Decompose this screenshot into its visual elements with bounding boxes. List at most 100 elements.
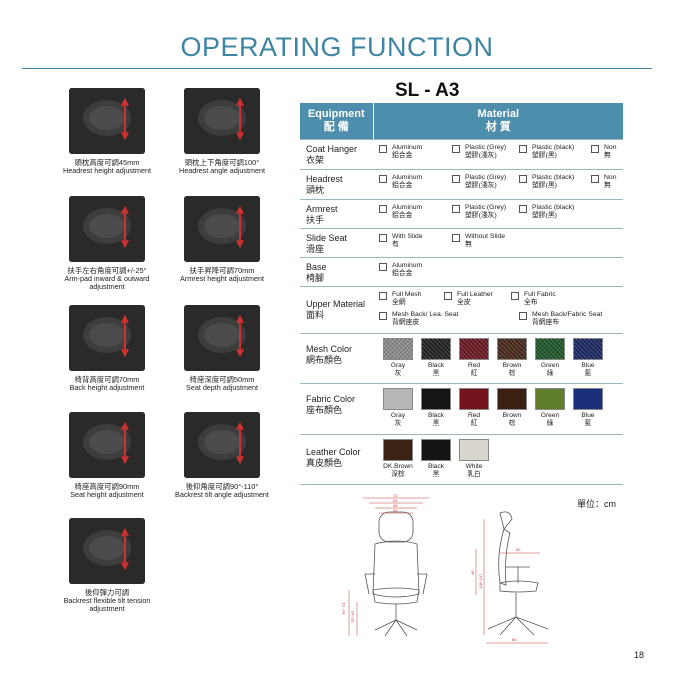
dim-side-3: 118~137	[478, 573, 483, 589]
checkbox[interactable]	[452, 204, 460, 213]
swatch-label-en: White	[465, 462, 483, 470]
swatch-label-en: Black	[427, 462, 445, 470]
checkbox[interactable]	[519, 144, 527, 153]
material-option[interactable]: Plastic (black)塑膠(黑)	[513, 204, 585, 220]
feature-zh: 後仰彈力可調	[84, 588, 130, 597]
checkbox[interactable]	[511, 291, 519, 300]
back-height-photo	[69, 305, 145, 371]
feature-zh: 頭枕高度可調45mm	[74, 158, 140, 167]
checkbox[interactable]	[591, 144, 599, 153]
seat-depth-photo	[184, 305, 260, 371]
swatch-label-en: DK.Brown	[383, 462, 413, 470]
material-option[interactable]: Plastic (black)塑膠(黑)	[513, 174, 585, 190]
checkbox[interactable]	[379, 204, 387, 213]
seat-height-photo	[69, 412, 145, 478]
checkbox[interactable]	[379, 174, 387, 183]
swatch-label-en: Gray	[390, 411, 406, 419]
headrest-photo	[69, 88, 145, 154]
checkbox[interactable]	[519, 174, 527, 183]
headrest-angle-photo	[184, 88, 260, 154]
side-view-drawing: 52 46 118~137 66	[470, 511, 549, 644]
option-label: Plastic (Grey)塑膠(淺灰)	[465, 203, 507, 219]
checkbox[interactable]	[452, 233, 460, 242]
feature-en: Backrest flexible tilt tension adjustmen…	[63, 596, 151, 613]
swatch-label-zh: 紅	[470, 369, 478, 377]
swatch-label-en: Brown	[502, 411, 522, 419]
material-option[interactable]: Plastic (Grey)塑膠(淺灰)	[446, 174, 513, 190]
swatch-chip	[497, 387, 527, 410]
feature-zh: 扶手左右角度可調+/-25°	[67, 266, 147, 275]
checkbox[interactable]	[379, 262, 387, 271]
checkbox[interactable]	[519, 204, 527, 213]
feature-en: Back height adjustment	[69, 383, 145, 392]
dim-front-3: 48	[393, 503, 398, 508]
material-option[interactable]: Plastic (Grey)塑膠(淺灰)	[446, 204, 513, 220]
material-option[interactable]: Plastic (Grey)塑膠(淺灰)	[446, 144, 513, 160]
checkbox[interactable]	[591, 174, 599, 183]
checkbox[interactable]	[444, 291, 452, 300]
swatch-label-zh: 灰	[394, 369, 402, 377]
option-label: Plastic (black)塑膠(黑)	[532, 173, 575, 189]
checkbox[interactable]	[379, 291, 387, 300]
feature-item: 頭枕上下角度可調100°Headrest angle adjustment	[163, 88, 281, 175]
swatch-label-en: Blue	[581, 361, 595, 369]
checkbox[interactable]	[379, 144, 387, 153]
side-headrest-outline	[499, 511, 513, 530]
tilt-tension-photo	[69, 518, 145, 584]
swatch-label-zh: 綠	[546, 419, 554, 427]
checkbox[interactable]	[519, 311, 527, 320]
checkbox[interactable]	[452, 174, 460, 183]
material-option[interactable]: Plastic (black)塑膠(黑)	[513, 144, 585, 160]
swatch-chip	[573, 337, 603, 360]
checkbox[interactable]	[452, 144, 460, 153]
checkbox[interactable]	[379, 311, 387, 320]
swatch-label-en: Red	[467, 361, 481, 369]
feature-zh: 後仰角度可調90°-110°	[185, 482, 259, 491]
swatch-chip	[459, 438, 489, 461]
swatch-chip	[459, 337, 489, 360]
front-headrest-outline	[378, 511, 414, 543]
checkbox[interactable]	[379, 233, 387, 242]
swatch-label-en: Red	[467, 411, 481, 419]
dim-front-5: 67~74	[341, 602, 346, 614]
